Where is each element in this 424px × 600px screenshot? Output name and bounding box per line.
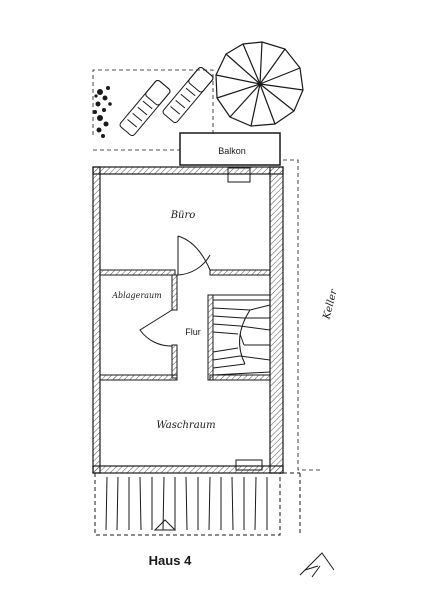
- label-office: Büro: [170, 210, 196, 221]
- label-hallway: Flur: [185, 327, 201, 337]
- sun-lounger-icon: [119, 66, 214, 137]
- terrace: [94, 472, 301, 536]
- staircase: [212, 294, 271, 381]
- cellar-boundary: [283, 159, 320, 471]
- label-cellar: Keller: [321, 287, 340, 321]
- doors: [139, 235, 211, 347]
- balcony: [179, 132, 281, 183]
- parasol-icon: [215, 41, 304, 127]
- garden-boundary: [92, 69, 214, 151]
- north-arrow-icon: [299, 552, 335, 578]
- plan-title: Haus 4: [149, 553, 192, 568]
- floor-drain: [235, 459, 263, 471]
- building-walls: [92, 166, 284, 474]
- label-balcony: Balkon: [218, 146, 246, 156]
- shrub-icon: [93, 86, 112, 138]
- label-laundry: Waschraum: [156, 420, 215, 431]
- label-storage: Ablageraum: [111, 291, 162, 300]
